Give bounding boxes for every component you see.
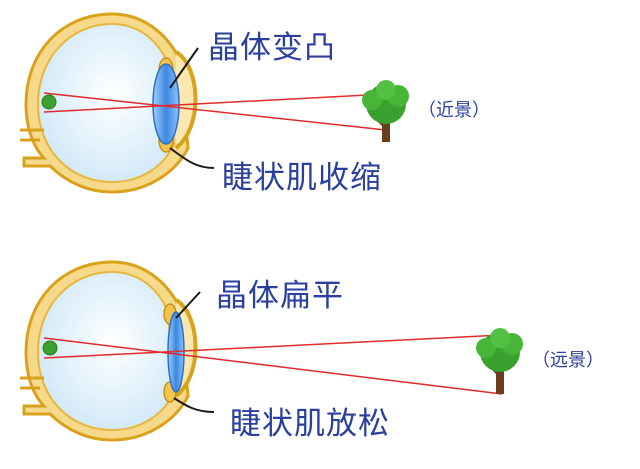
leader-line-muscle [173,397,215,413]
lens-convex [152,63,180,145]
muscle-label-far: 睫状肌放松 [230,406,390,442]
light-ray [43,337,503,395]
lens-label-far: 晶体扁平 [216,278,344,314]
far-vision-panel [20,260,523,442]
leader-line-lens [169,47,199,89]
cornea [174,50,198,150]
leader-line-muscle [169,147,215,169]
retina-image [42,340,58,356]
light-ray [43,334,503,359]
eyeball [20,12,190,194]
lens-label-near: 晶体变凸 [208,30,336,66]
light-ray [43,92,387,131]
light-ray [43,93,387,113]
distance-label-far: （远景） [532,350,604,371]
muscle-label-near: 睫状肌收缩 [222,160,382,196]
leader-line-lens [175,291,201,319]
eyeball [20,260,190,442]
near-vision-panel [20,12,409,194]
tree-icon [362,80,409,142]
retina-image [41,94,57,110]
tree-icon [476,328,523,394]
distance-label-near: （近景） [418,100,490,121]
